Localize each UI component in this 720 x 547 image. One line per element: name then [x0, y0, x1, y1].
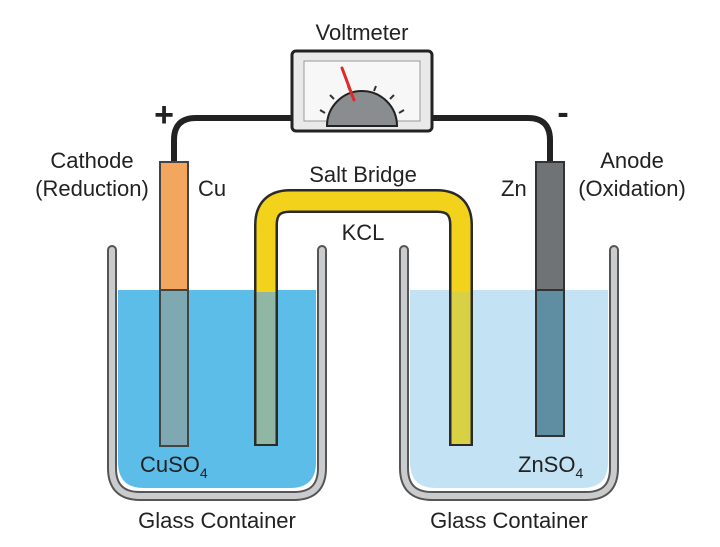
cathode-title: Cathode: [50, 148, 133, 173]
copper-label: Cu: [198, 176, 226, 201]
zinc-label: Zn: [501, 176, 527, 201]
positive-terminal-sign: +: [154, 96, 174, 134]
salt-bridge-label: Salt Bridge: [309, 162, 417, 187]
cuso4-formula: CuSO: [140, 452, 200, 477]
salt-bridge-compound: KCL: [342, 220, 385, 245]
voltmeter: [290, 49, 434, 133]
wire-right: [430, 115, 553, 162]
left-container-label: Glass Container: [138, 508, 296, 533]
anode-subtitle: (Oxidation): [578, 176, 686, 201]
left-glass-container-inner: [109, 247, 325, 499]
copper-rod-submerged: [159, 289, 189, 447]
voltmeter-needle: [340, 66, 356, 102]
right-glass-container-inner: [401, 247, 617, 499]
cuso4-label: CuSO4: [140, 452, 208, 481]
negative-terminal-sign: -: [557, 94, 568, 132]
anode-title: Anode: [600, 148, 664, 173]
zinc-rod-submerged: [535, 289, 565, 437]
right-container-label: Glass Container: [430, 508, 588, 533]
salt-bridge-fill: [256, 191, 471, 444]
voltmeter-dial: [325, 90, 399, 127]
znso4-subscript: 4: [575, 465, 583, 481]
cuso4-subscript: 4: [200, 465, 208, 481]
znso4-formula: ZnSO: [518, 452, 575, 477]
voltmeter-label: Voltmeter: [316, 20, 409, 45]
znso4-label: ZnSO4: [518, 452, 583, 481]
copper-rod-above: [159, 161, 189, 291]
wire-left: [171, 115, 296, 162]
cathode-subtitle: (Reduction): [35, 176, 149, 201]
zinc-rod-above: [535, 161, 565, 291]
znso4-solution: [410, 290, 608, 488]
